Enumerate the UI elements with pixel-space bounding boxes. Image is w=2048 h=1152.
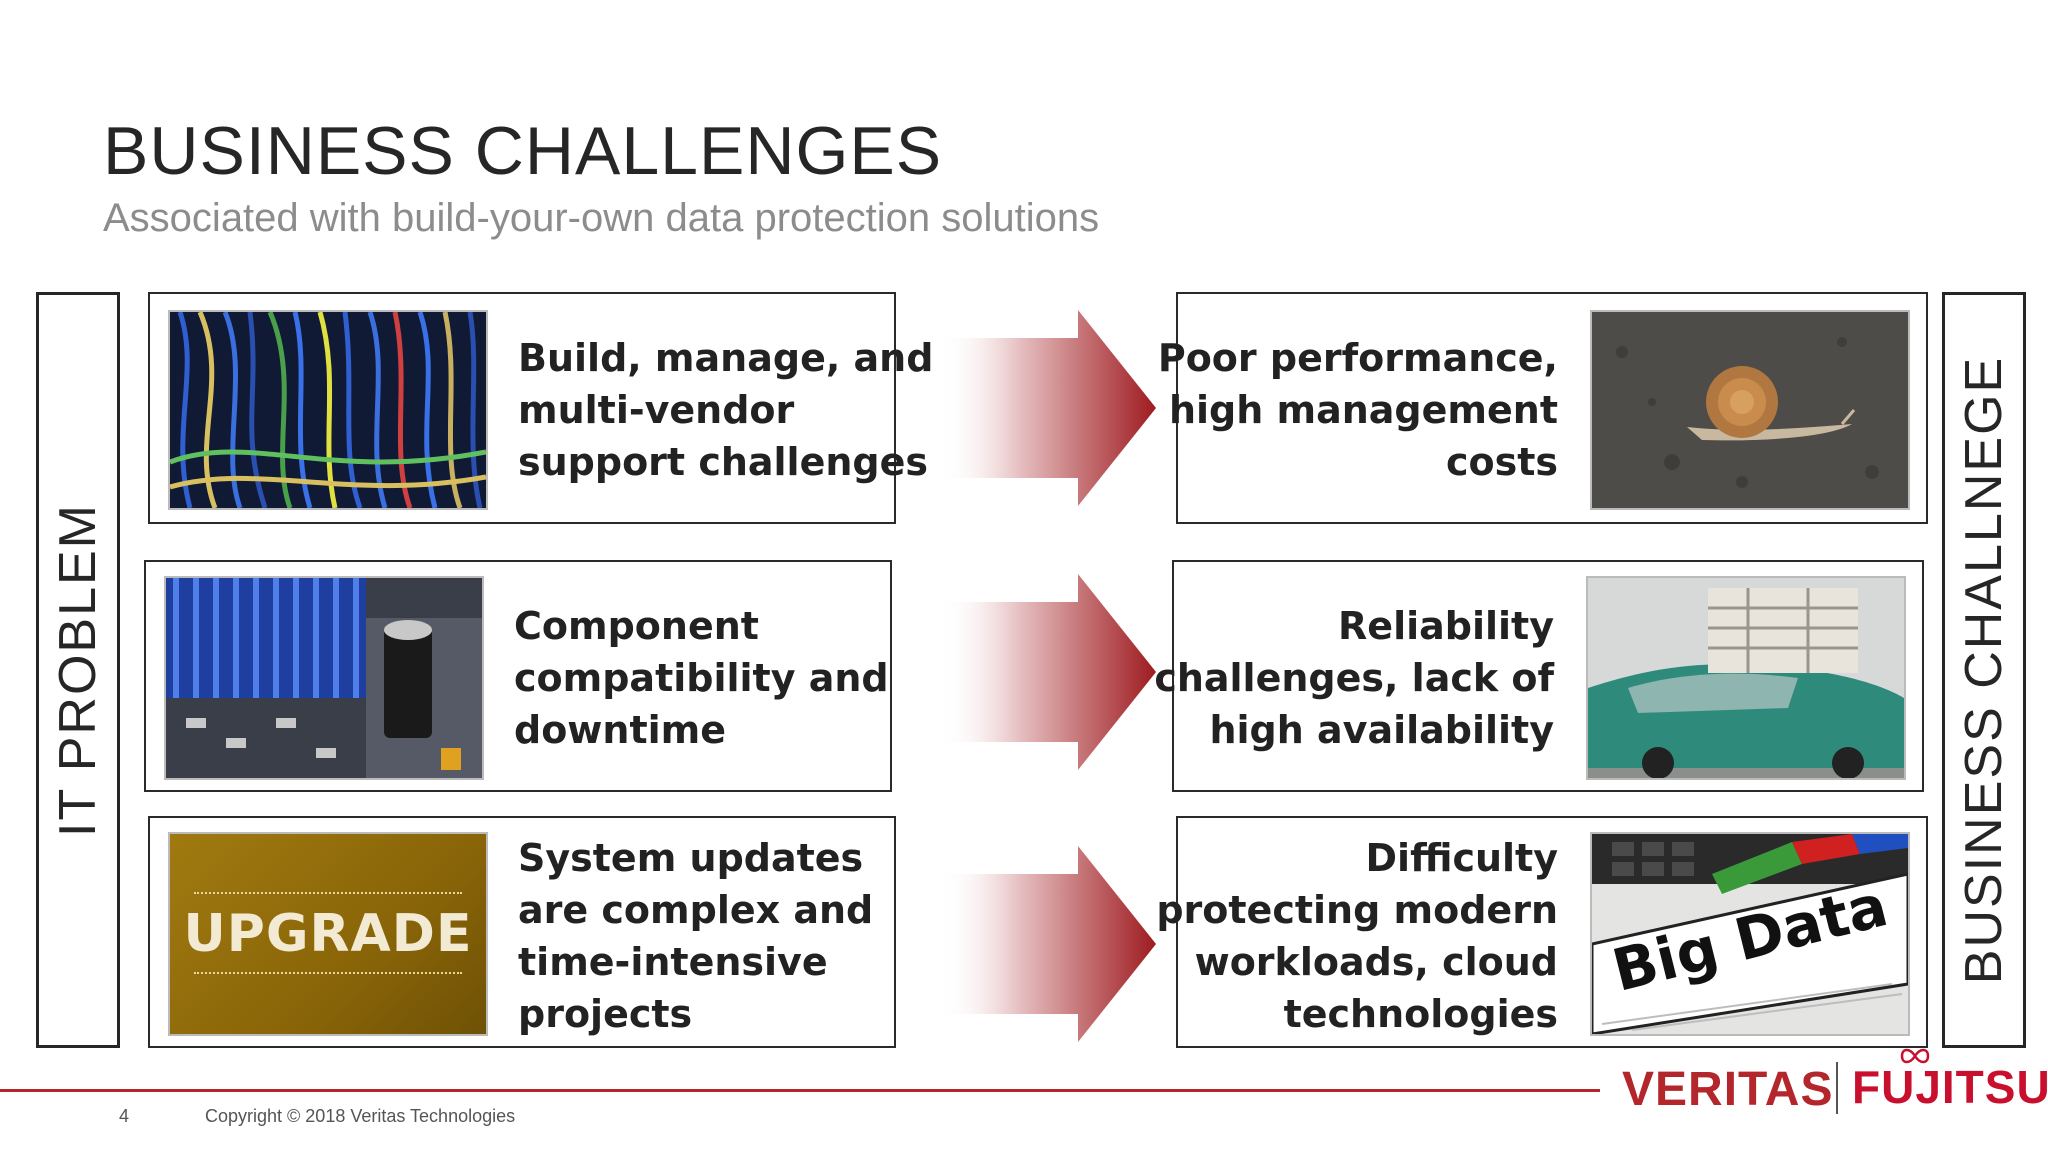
problem-card-3: UPGRADE System updates are complex and t… bbox=[148, 816, 896, 1048]
it-problem-label-box: IT PROBLEM bbox=[36, 292, 120, 1048]
it-problem-label: IT PROBLEM bbox=[49, 502, 107, 838]
problem-2-line-2: compatibility and bbox=[514, 656, 889, 700]
problem-card-1: Build, manage, and multi-vendor support … bbox=[148, 292, 933, 524]
challenge-3-line-1: Difficulty bbox=[1365, 836, 1559, 880]
fujitsu-logo: FUJITSU bbox=[1852, 1061, 2048, 1113]
challenge-3-line-2: protecting modern bbox=[1156, 888, 1558, 932]
problem-3-line-2: are complex and bbox=[518, 888, 874, 932]
upgrade-dotted-line-bottom bbox=[194, 972, 462, 974]
arrow-right-icon-2 bbox=[940, 574, 1156, 770]
problem-3-line-1: System updates bbox=[518, 836, 864, 880]
arrow-right-icon-3 bbox=[940, 846, 1156, 1042]
challenge-card-3: Difficulty protecting modern workloads, … bbox=[1156, 816, 1928, 1048]
upgrade-image: UPGRADE bbox=[168, 832, 488, 1036]
big-data-image: Big Data bbox=[1590, 832, 1910, 1036]
problem-3-line-3: time-intensive bbox=[518, 940, 828, 984]
problem-text-3: System updates are complex and time-inte… bbox=[518, 832, 873, 1040]
challenge-2-line-2: challenges, lack of bbox=[1154, 656, 1554, 700]
page-title: BUSINESS CHALLENGES bbox=[103, 113, 943, 189]
veritas-logo: VERITAS bbox=[1622, 1063, 1834, 1116]
challenge-text-2: Reliability challenges, lack of high ava… bbox=[1154, 600, 1554, 756]
upgrade-dotted-line-top bbox=[194, 892, 462, 894]
problem-2-line-1: Component bbox=[514, 604, 759, 648]
upgrade-image-text: UPGRADE bbox=[183, 904, 473, 964]
problem-2-line-3: downtime bbox=[514, 708, 727, 752]
problem-1-line-1: Build, manage, and bbox=[518, 336, 934, 380]
challenge-text-1: Poor performance, high management costs bbox=[1158, 332, 1558, 488]
business-challenge-label: BUSINESS CHALLNEGE bbox=[1955, 355, 2013, 985]
footer-divider-line bbox=[0, 1089, 1600, 1092]
network-cables-image bbox=[168, 310, 488, 510]
challenge-card-2: Reliability challenges, lack of high ava… bbox=[1154, 560, 1924, 792]
challenge-3-line-4: technologies bbox=[1283, 992, 1558, 1036]
arrow-right-icon-1 bbox=[940, 310, 1156, 506]
challenge-1-line-3: costs bbox=[1445, 440, 1558, 484]
problem-1-line-2: multi-vendor bbox=[518, 388, 795, 432]
logo-divider bbox=[1836, 1062, 1838, 1114]
challenge-3-line-3: workloads, cloud bbox=[1194, 940, 1558, 984]
problem-text-2: Component compatibility and downtime bbox=[514, 600, 889, 756]
snail-image bbox=[1590, 310, 1910, 510]
challenge-text-3: Difficulty protecting modern workloads, … bbox=[1156, 832, 1558, 1040]
challenge-2-line-1: Reliability bbox=[1338, 604, 1554, 648]
overloaded-car-image bbox=[1586, 576, 1906, 780]
business-challenge-label-box: BUSINESS CHALLNEGE bbox=[1942, 292, 2026, 1048]
problem-1-line-3: support challenges bbox=[518, 440, 929, 484]
problem-text-1: Build, manage, and multi-vendor support … bbox=[518, 332, 933, 488]
page-subtitle: Associated with build-your-own data prot… bbox=[103, 196, 1100, 240]
challenge-1-line-2: high management bbox=[1168, 388, 1558, 432]
circuit-board-image bbox=[164, 576, 484, 780]
challenge-2-line-3: high availability bbox=[1209, 708, 1554, 752]
copyright-text: Copyright © 2018 Veritas Technologies bbox=[205, 1106, 516, 1126]
fujitsu-infinity-icon bbox=[1900, 1048, 1930, 1064]
challenge-card-1: Poor performance, high management costs bbox=[1158, 292, 1928, 524]
problem-3-line-4: projects bbox=[518, 992, 693, 1036]
challenge-1-line-1: Poor performance, bbox=[1157, 336, 1558, 380]
page-number: 4 bbox=[119, 1106, 130, 1126]
problem-card-2: Component compatibility and downtime bbox=[144, 560, 892, 792]
